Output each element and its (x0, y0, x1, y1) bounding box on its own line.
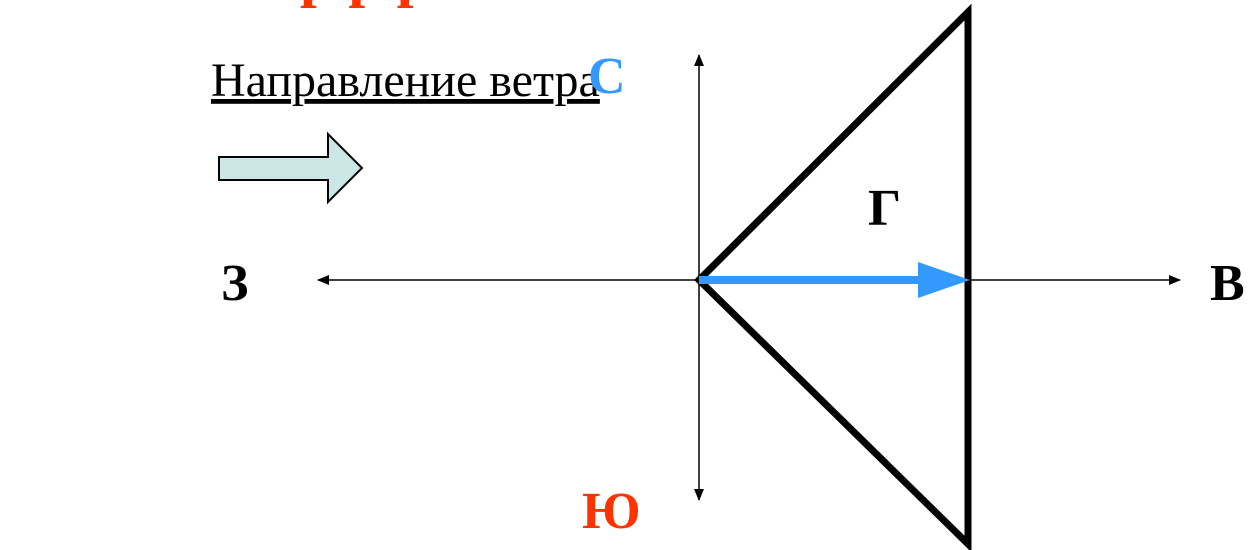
compass-north-label: С (588, 48, 626, 105)
wind-arrow-icon (218, 131, 364, 205)
blue-vector-head (918, 262, 970, 298)
wind-direction-caption: Направление ветра (211, 54, 600, 107)
shape-label: Г (868, 180, 901, 237)
triangle-shape (694, 3, 972, 550)
compass-east-label: В (1210, 255, 1245, 312)
title-fragment: р р р (300, 0, 430, 8)
compass-south-label: Ю (582, 483, 641, 540)
compass-west-label: З (221, 255, 248, 312)
